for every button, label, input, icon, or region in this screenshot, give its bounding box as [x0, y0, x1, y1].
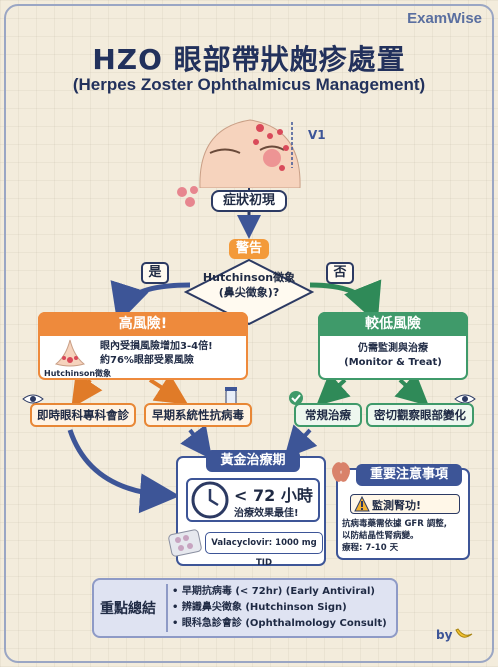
arrow-to-golden-mid: [180, 424, 213, 460]
yes-label: 是: [141, 262, 169, 284]
no-label: 否: [326, 262, 354, 284]
summary-item: • 眼科急診會診 (Ophthalmology Consult): [172, 618, 387, 629]
notes-title: 重要注意事項: [356, 464, 462, 486]
warning-icon: [354, 496, 370, 512]
summary-item: • 辨識鼻尖徵象 (Hutchinson Sign): [172, 602, 347, 613]
action-routine-treatment: 常規治療: [294, 403, 362, 427]
time-value: < 72 小時: [234, 486, 313, 505]
page-subtitle: (Herpes Zoster Ophthalmicus Management): [72, 75, 426, 94]
monitor-box: [350, 494, 460, 514]
notes-line-3: 療程: 7-10 天: [342, 543, 399, 553]
arrow-no: [309, 279, 382, 324]
pill-pack-icon: [168, 529, 202, 557]
face-illustration: [180, 108, 320, 189]
nose-caption: Hutchinson徵象: [44, 369, 112, 378]
arrow-to-golden-left: [67, 429, 180, 514]
symptom-box: 症狀初現: [211, 190, 287, 212]
blister-icon: [177, 186, 198, 207]
high-risk-line-2: 約76%眼部受累風險: [100, 355, 194, 366]
action-close-observation: 密切觀察眼部變化: [366, 403, 474, 427]
v1-label: V1: [308, 128, 326, 142]
summary-divider: [166, 584, 168, 632]
low-risk-title: 較低風險: [318, 312, 468, 336]
eye-icon: [22, 394, 44, 404]
decision-line-2: (鼻尖徵象)?: [218, 286, 280, 299]
monitor-kidney: 監測腎功!: [372, 499, 422, 512]
action-ophthalmology-consult: 即時眼科專科會診: [30, 403, 136, 427]
arrow-high-right: [148, 373, 189, 405]
action-systemic-antiviral: 早期系統性抗病毒: [144, 403, 252, 427]
summary-list: • 早期抗病毒 (< 72hr) (Early Antiviral) • 辨識鼻…: [172, 584, 387, 632]
high-risk-text: 眼內受損風險增加3-4倍! 約76%眼部受累風險: [100, 340, 246, 368]
arrow-to-golden-right: [283, 424, 318, 459]
drug-dosage: Valacyclovir: 1000 mg TID: [205, 532, 323, 568]
arrow-low-right: [394, 372, 429, 407]
golden-period-title: 黃金治療期: [206, 450, 300, 472]
page-title: HZO 眼部帶狀皰疹處置: [92, 43, 406, 76]
page-frame: [4, 4, 494, 663]
notes-line-2: 以防結晶性腎病變。: [342, 531, 419, 541]
brand-logo: ExamWise: [407, 10, 482, 27]
decision-line-1: Hutchinson徵象: [202, 271, 296, 284]
face-icon: [199, 119, 301, 189]
warning-badge: 警告: [229, 239, 269, 259]
high-risk-title: 高風險!: [38, 312, 248, 336]
decision-diamond: [184, 258, 314, 326]
decision-text: Hutchinson徵象 (鼻尖徵象)?: [184, 270, 314, 300]
summary-item: • 早期抗病毒 (< 72hr) (Early Antiviral): [172, 586, 376, 597]
kidney-icon: [332, 462, 350, 482]
eye-icon: [454, 394, 476, 404]
summary-label: 重點總結: [100, 601, 156, 617]
arrow-low-left: [316, 372, 351, 407]
low-risk-line-2: (Monitor & Treat): [344, 357, 442, 368]
clock-icon: [191, 481, 229, 519]
check-icon: [289, 391, 303, 405]
notes-text: 抗病毒藥需依據 GFR 調整, 以防結晶性腎病變。 療程: 7-10 天: [342, 518, 468, 554]
treatment-effect: 治療效果最佳!: [234, 508, 299, 519]
low-risk-text: 仍需監測與治療 (Monitor & Treat): [318, 342, 468, 370]
banana-icon: [455, 628, 473, 638]
summary-panel: [92, 578, 398, 638]
high-risk-line-1: 眼內受損風險增加3-4倍!: [100, 341, 213, 352]
signature: by: [436, 628, 453, 642]
low-risk-line-1: 仍需監測與治療: [358, 343, 428, 354]
nose-icon: [54, 339, 86, 367]
arrow-high-left: [71, 372, 103, 408]
notes-line-1: 抗病毒藥需依據 GFR 調整,: [342, 519, 447, 529]
arrow-yes: [110, 280, 191, 325]
